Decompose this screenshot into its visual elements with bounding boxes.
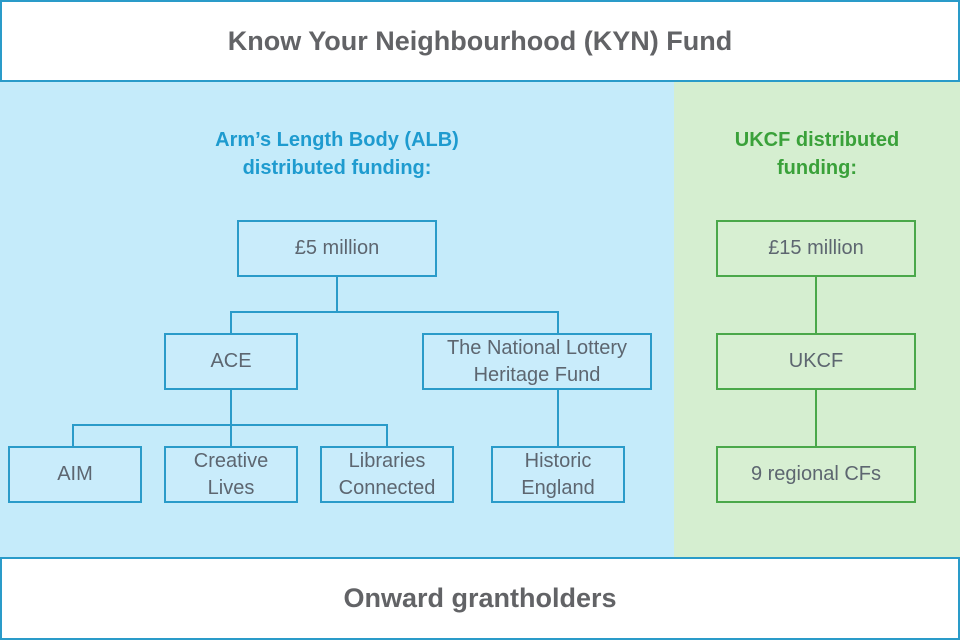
nlhf-label-line1: The National Lottery <box>446 336 628 359</box>
nlhf-label-line2: Heritage Fund <box>473 363 601 386</box>
ukcf-title-line1: UKCF distributed <box>734 129 900 151</box>
aim-label: AIM <box>57 463 93 485</box>
ace-label: ACE <box>210 350 252 372</box>
libraries-connected-node: Libraries Connected <box>320 446 454 503</box>
connector-nlhf-up <box>557 311 559 333</box>
regional-cfs-node: 9 regional CFs <box>716 446 916 503</box>
creative-lives-node: Creative Lives <box>164 446 298 503</box>
creative-lives-label-line2: Lives <box>207 476 255 499</box>
creative-lives-label-line1: Creative <box>193 449 269 472</box>
kyn-fund-title: Know Your Neighbourhood (KYN) Fund <box>227 25 733 56</box>
connector-nlhf-down <box>557 390 559 446</box>
alb-amount-node: £5 million <box>237 220 437 277</box>
connector-ukcf-amount-down <box>815 277 817 333</box>
alb-panel-title: Arm’s Length Body (ALB) distributed fund… <box>137 126 537 182</box>
ukcf-amount-node: £15 million <box>716 220 916 277</box>
connector-libraries-up <box>386 424 388 446</box>
onward-grantholders-title: Onward grantholders <box>343 583 617 613</box>
ukcf-node: UKCF <box>716 333 916 390</box>
libraries-connected-label-line2: Connected <box>338 476 436 499</box>
ukcf-title-line2: funding: <box>777 157 857 179</box>
historic-england-label-line2: England <box>521 476 595 499</box>
libraries-connected-label-line1: Libraries <box>348 449 426 472</box>
aim-node: AIM <box>8 446 142 503</box>
ace-node: ACE <box>164 333 298 390</box>
kyn-fund-banner: Know Your Neighbourhood (KYN) Fund <box>0 0 960 82</box>
connector-ace-children-horizontal <box>72 424 388 426</box>
alb-title-line1: Arm’s Length Body (ALB) <box>215 129 459 151</box>
connector-alb-root-down <box>336 277 338 313</box>
historic-england-label-line1: Historic <box>524 449 592 472</box>
ukcf-amount-label: £15 million <box>768 237 864 259</box>
onward-grantholders-banner: Onward grantholders <box>0 557 960 640</box>
alb-amount-label: £5 million <box>294 237 380 259</box>
connector-aim-up <box>72 424 74 446</box>
connector-ukcf-down <box>815 390 817 446</box>
ukcf-panel-title: UKCF distributed funding: <box>714 126 920 182</box>
connector-ace-up <box>230 311 232 333</box>
alb-title-line2: distributed funding: <box>242 157 432 179</box>
connector-alb-level1-horizontal <box>230 311 559 313</box>
connector-ace-down <box>230 390 232 446</box>
regional-cfs-label: 9 regional CFs <box>750 463 882 485</box>
historic-england-node: Historic England <box>491 446 625 503</box>
ukcf-label: UKCF <box>788 350 844 372</box>
nlhf-node: The National Lottery Heritage Fund <box>422 333 652 390</box>
